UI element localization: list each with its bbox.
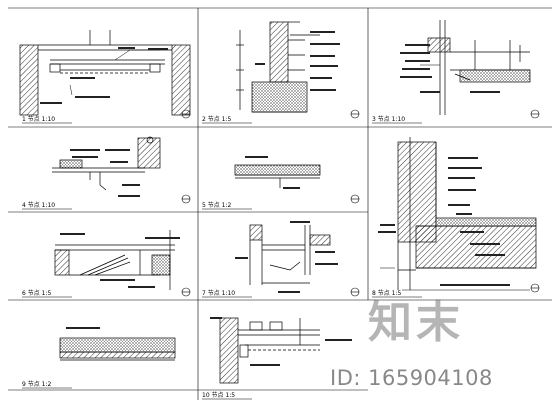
panel-caption-5: 5 节点 1:2: [202, 201, 252, 210]
panel-caption-10: 10 节点 1:5: [202, 391, 252, 400]
reference-symbols: [181, 109, 540, 297]
panel-caption-1: 1 节点 1:10: [22, 115, 72, 124]
detail-drawing-5: [234, 156, 321, 189]
panel-caption-9: 9 节点 1:2: [22, 380, 72, 389]
panel-caption-4: 4 节点 1:10: [22, 201, 72, 210]
detail-drawing-6: [378, 137, 537, 291]
detail-drawing-2: [236, 21, 340, 113]
detail-drawing-10: [210, 317, 352, 384]
detail-drawing-8: [235, 221, 338, 293]
detail-drawing-4: [52, 136, 161, 197]
panel-captions: 1 节点 1:10 2 节点 1:5 3 节点 1:10 4 节点 1:10 5 节点 …: [22, 115, 422, 400]
panel-caption-text: 10 节点 1:5: [202, 391, 235, 399]
panel-caption-text: 3 节点 1:10: [372, 115, 405, 123]
panel-caption-7: 7 节点 1:10: [202, 289, 252, 298]
panel-caption-text: 5 节点 1:2: [202, 201, 231, 209]
detail-drawing-1: [19, 30, 191, 116]
panel-caption-text: 6 节点 1:5: [22, 289, 51, 297]
panel-grid: [8, 7, 552, 400]
panel-caption-text: 9 节点 1:2: [22, 380, 51, 388]
panel-caption-text: 2 节点 1:5: [202, 115, 231, 123]
panel-caption-3: 3 节点 1:10: [372, 115, 422, 124]
detail-drawing-3: [400, 20, 531, 115]
panel-caption-text: 1 节点 1:10: [22, 115, 55, 123]
panel-caption-8: 8 节点 1:5: [372, 289, 422, 298]
detail-drawing-7: [54, 230, 180, 290]
panel-caption-6: 6 节点 1:5: [22, 289, 72, 298]
panel-caption-text: 4 节点 1:10: [22, 201, 55, 209]
panel-caption-2: 2 节点 1:5: [202, 115, 252, 124]
panel-caption-text: 8 节点 1:5: [372, 289, 401, 297]
panel-caption-text: 7 节点 1:10: [202, 289, 235, 297]
detail-drawing-9: [59, 327, 176, 361]
